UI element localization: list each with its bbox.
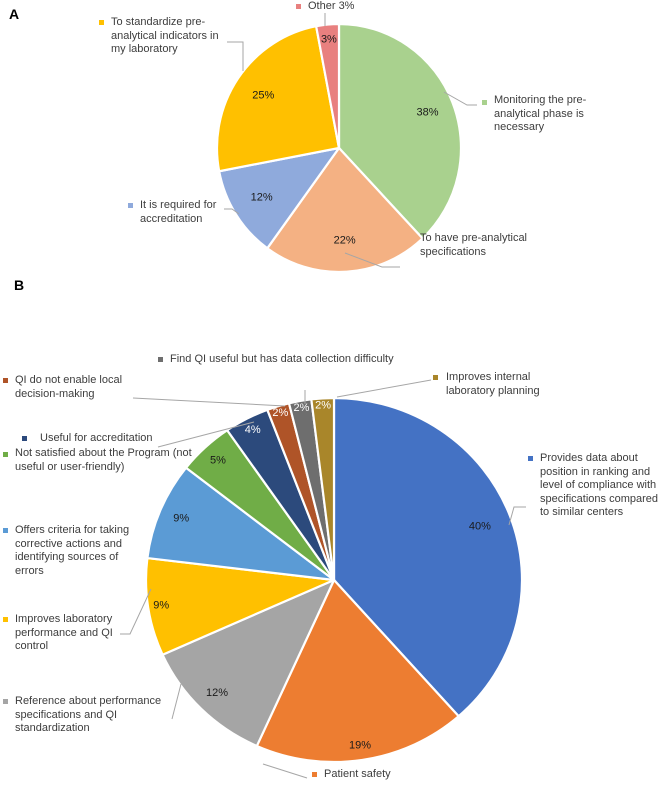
pie-slice: [146, 466, 336, 582]
legend-marker: [296, 4, 301, 9]
panel-label-a: A: [9, 6, 20, 22]
leader-line: [224, 208, 240, 215]
legend-marker: [3, 378, 8, 383]
callout-label: Other 3%: [308, 0, 355, 12]
pie-percent-label: 5%: [210, 455, 226, 467]
callout-label: Patient safety: [324, 768, 391, 780]
pie-slice: [255, 578, 460, 764]
callout-label: Improves internal laboratory planning: [446, 371, 540, 397]
legend-marker: [408, 236, 413, 241]
leader-line: [508, 506, 526, 526]
pie-percent-label: 3%: [321, 33, 337, 45]
pie-percent-label: 9%: [153, 599, 169, 611]
legend-marker: [3, 617, 8, 622]
callout-label: Useful for accreditation: [40, 432, 153, 444]
pie-slice: [218, 146, 341, 250]
legend-marker: [158, 357, 163, 362]
leader-line: [443, 91, 477, 106]
pie-percent-label: 40%: [469, 520, 491, 532]
callout-label: Not satisfied about the Program (not use…: [15, 447, 192, 473]
legend-marker: [433, 375, 438, 380]
legend-marker: [128, 203, 133, 208]
legend-marker: [482, 100, 487, 105]
callout-label: Improves laboratory performance and QI c…: [15, 613, 113, 652]
callout-label: Monitoring the pre-analytical phase is n…: [494, 94, 587, 133]
leader-line: [171, 683, 182, 720]
pie-slice: [337, 22, 463, 240]
callout-label: QI do not enable local decision-making: [15, 374, 123, 400]
legend-marker: [3, 528, 8, 533]
pie-slice: [310, 396, 336, 582]
legend-marker: [3, 699, 8, 704]
pie-percent-label: 38%: [416, 106, 438, 118]
callout-label: It is required for accreditation: [140, 199, 217, 225]
legend-marker: [22, 436, 27, 441]
pie-percent-label: 22%: [334, 235, 356, 247]
callout-label: Offers criteria for taking corrective ac…: [15, 524, 130, 577]
legend-marker: [528, 456, 533, 461]
leader-line: [344, 252, 400, 268]
pie-percent-label: 2%: [315, 400, 331, 412]
callout-label: Reference about performance specificatio…: [15, 695, 162, 734]
legend-marker: [3, 452, 8, 457]
leader-line: [132, 397, 286, 407]
pie-slice: [332, 396, 524, 718]
pie-percent-label: 19%: [349, 739, 371, 751]
pie-percent-label: 12%: [206, 687, 228, 699]
pie-slice: [215, 25, 341, 173]
pie-slice: [161, 578, 336, 748]
pie-percent-label: 4%: [245, 424, 261, 436]
leader-line: [227, 41, 244, 71]
pie-percent-label: 25%: [252, 90, 274, 102]
pie-slice: [315, 22, 341, 150]
pie-slice: [266, 146, 424, 274]
panel-label-b: B: [14, 277, 25, 293]
pie-percent-label: 2%: [272, 407, 288, 419]
leader-line: [157, 421, 255, 448]
pie-percent-label: 12%: [251, 192, 273, 204]
leader-line: [336, 379, 432, 398]
pie-percent-label: 9%: [173, 513, 189, 525]
callout-label: Provides data about position in ranking …: [540, 452, 659, 518]
callout-label: To have pre-analytical specifications: [420, 232, 528, 258]
leader-line: [262, 763, 308, 779]
pie-slice: [144, 556, 336, 656]
legend-marker: [99, 20, 104, 25]
callout-label: To standardize pre-analytical indicators…: [111, 16, 219, 55]
callout-label: Find QI useful but has data collection d…: [170, 353, 394, 365]
legend-marker: [312, 772, 317, 777]
pie-percent-label: 2%: [294, 402, 310, 414]
leader-line: [120, 588, 152, 635]
